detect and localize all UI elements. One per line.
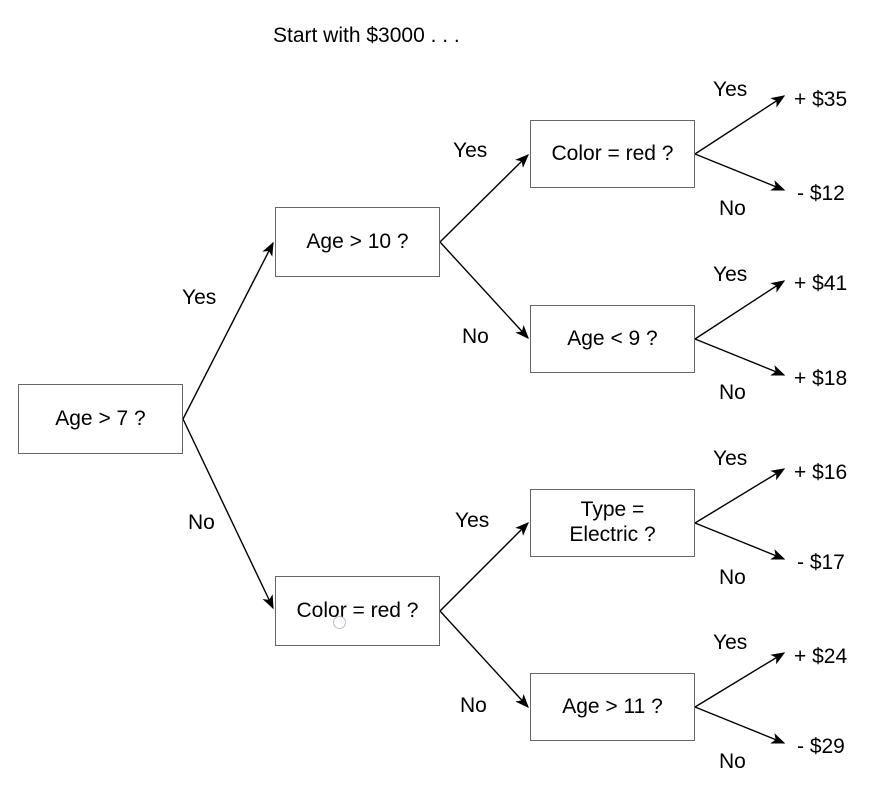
leaf-value-leaf-2: - $12 — [797, 182, 845, 205]
decision-node-colorred2[interactable]: Color = red ? — [275, 576, 440, 646]
edge-label-age10-yes: Yes — [453, 139, 488, 162]
edge-e-age11-no — [694, 706, 786, 744]
edge-e-colorred2-no — [439, 610, 529, 709]
cursor-indicator — [333, 616, 346, 629]
edge-label-root-no: No — [188, 511, 215, 534]
edge-label-age11-yes: Yes — [713, 631, 748, 654]
edge-label-colorred1-yes: Yes — [713, 78, 748, 101]
leaf-value-leaf-1: + $35 — [794, 88, 848, 111]
leaf-value-leaf-5: + $16 — [794, 461, 848, 484]
leaf-value-leaf-6: - $17 — [797, 551, 845, 574]
edge-e-colorred1-yes — [694, 95, 786, 155]
edge-e-colorred1-no — [694, 153, 786, 191]
decision-node-age10[interactable]: Age > 10 ? — [275, 207, 440, 277]
edge-e-typeelec-yes — [694, 468, 786, 524]
leaf-value-leaf-3: + $41 — [794, 272, 848, 295]
edge-label-colorred2-yes: Yes — [455, 509, 490, 532]
decision-node-root[interactable]: Age > 7 ? — [18, 384, 183, 454]
decision-node-age11[interactable]: Age > 11 ? — [530, 673, 695, 741]
edge-e-age10-yes — [439, 154, 529, 243]
edge-e-age9-yes — [694, 280, 786, 340]
edge-e-typeelec-no — [694, 522, 786, 560]
diagram-title: Start with $3000 . . . — [273, 24, 460, 47]
edge-label-colorred2-no: No — [460, 694, 487, 717]
decision-node-typeelec[interactable]: Type = Electric ? — [530, 489, 695, 557]
edge-e-age11-yes — [694, 652, 786, 708]
edge-label-age9-no: No — [719, 381, 746, 404]
decision-node-age9[interactable]: Age < 9 ? — [530, 305, 695, 373]
leaf-value-leaf-7: + $24 — [794, 645, 848, 668]
leaf-value-leaf-4: + $18 — [794, 367, 848, 390]
edge-label-typeelec-yes: Yes — [713, 447, 748, 470]
edge-label-age10-no: No — [462, 325, 489, 348]
edge-label-root-yes: Yes — [182, 286, 217, 309]
edge-e-colorred2-yes — [439, 522, 529, 612]
edge-e-root-yes — [182, 241, 274, 420]
edge-label-age9-yes: Yes — [713, 263, 748, 286]
decision-node-colorred1[interactable]: Color = red ? — [530, 120, 695, 188]
leaf-value-leaf-8: - $29 — [797, 735, 845, 758]
edge-e-age10-no — [439, 241, 529, 340]
edge-label-typeelec-no: No — [719, 566, 746, 589]
edge-label-colorred1-no: No — [719, 197, 746, 220]
edge-e-age9-no — [694, 338, 786, 376]
edge-label-age11-no: No — [719, 750, 746, 773]
